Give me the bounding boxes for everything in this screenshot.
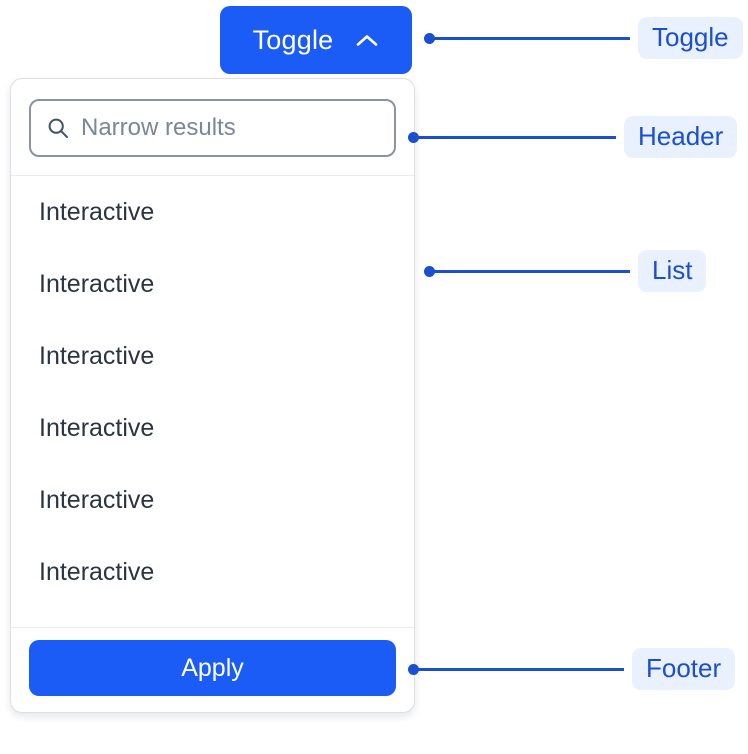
annotation-dot xyxy=(424,32,435,44)
list-item-label: Interactive xyxy=(39,413,155,442)
list-item[interactable]: Interactive xyxy=(11,536,414,608)
annotation-dot xyxy=(408,131,419,143)
search-icon xyxy=(48,118,68,138)
search-field[interactable] xyxy=(29,99,396,157)
list-item-label: Interactive xyxy=(39,485,155,514)
list-item[interactable]: Interactive xyxy=(11,320,414,392)
annotation-line xyxy=(434,269,630,273)
annotation-label: Header xyxy=(624,116,738,158)
list-item[interactable]: Interactive xyxy=(11,248,414,320)
annotation-dot xyxy=(424,265,435,277)
list-item[interactable]: Interactive xyxy=(11,464,414,536)
annotation-line xyxy=(418,135,616,139)
dropdown-panel: Interactive Interactive Interactive Inte… xyxy=(10,78,415,713)
panel-list[interactable]: Interactive Interactive Interactive Inte… xyxy=(11,176,414,627)
list-item[interactable]: Interactive xyxy=(11,176,414,248)
list-item-label: Interactive xyxy=(39,197,155,226)
search-input[interactable] xyxy=(81,101,394,155)
toggle-button[interactable]: Toggle xyxy=(220,6,412,74)
annotation-dot xyxy=(408,663,419,675)
toggle-button-label: Toggle xyxy=(252,24,334,55)
annotation-label: Toggle xyxy=(638,17,743,59)
annotation-label: List xyxy=(638,250,707,292)
list-item-label: Interactive xyxy=(39,269,155,298)
annotation-line xyxy=(418,667,624,671)
list-item-label: Interactive xyxy=(39,557,155,586)
list-item-label: Interactive xyxy=(39,341,155,370)
annotation-line xyxy=(434,36,630,40)
apply-button[interactable]: Apply xyxy=(29,640,396,696)
annotation-label: Footer xyxy=(632,648,736,690)
chevron-up-icon xyxy=(357,35,378,46)
panel-footer: Apply xyxy=(11,627,414,712)
panel-header xyxy=(11,79,414,176)
list-item[interactable]: Interactive xyxy=(11,392,414,464)
